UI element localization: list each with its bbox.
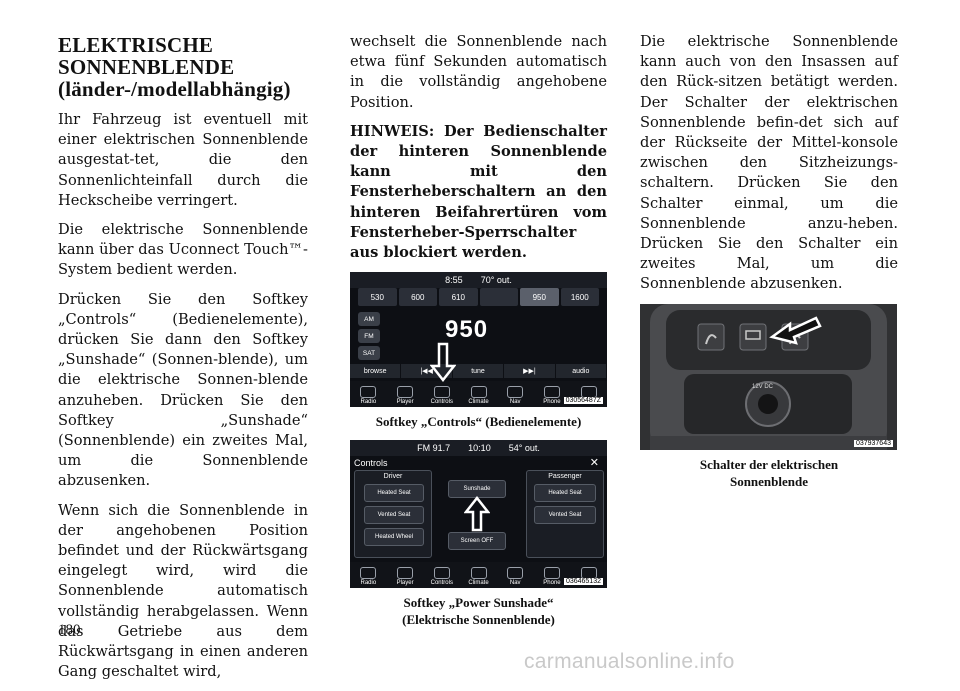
nav-icon xyxy=(507,567,524,580)
nav-player: Player xyxy=(387,381,424,407)
phone-icon xyxy=(543,386,560,399)
nav-phone: Phone xyxy=(534,381,571,407)
figure-1-caption: Softkey „Controls“ (Bedienelemente) xyxy=(375,414,582,430)
control-row: browse |◀◀ tune ▶▶| audio xyxy=(350,364,607,379)
tune-button: tune xyxy=(453,364,505,379)
station-text: FM 91.7 xyxy=(417,443,451,454)
nav-row: Radio Player Controls Climate Nav Phone … xyxy=(350,381,607,408)
nav-icon xyxy=(507,386,524,399)
radio-icon xyxy=(360,567,377,580)
temperature-text: 70° out. xyxy=(480,275,512,286)
column-3: Die elektrische Sonnenblende kann auch v… xyxy=(640,32,898,490)
figure-controls-screen: 8:55 70° out. 530 600 610 950 1600 AM FM… xyxy=(350,272,607,408)
status-bar: FM 91.7 10:10 54° out. xyxy=(350,440,607,457)
figure-sunshade-screen: FM 91.7 10:10 54° out. Controls ✕ Driver… xyxy=(350,440,607,589)
arrow-up-icon xyxy=(464,496,490,532)
note-paragraph: HINWEIS: Der Bedienschalter der hinteren… xyxy=(350,122,607,262)
preset-6: 1600 xyxy=(560,288,599,307)
preset-row: 530 600 610 950 1600 xyxy=(358,288,599,307)
title-line-2: SONNENBLENDE xyxy=(58,55,235,79)
fm-button: FM xyxy=(358,329,380,344)
preset-1: 530 xyxy=(358,288,397,307)
climate-icon xyxy=(470,567,487,580)
nav-phone: Phone xyxy=(534,562,571,588)
figure-3-caption: Schalter der elektrischen Sonnenblende xyxy=(640,456,898,490)
nav-nav: Nav xyxy=(497,562,534,588)
close-icon: ✕ xyxy=(589,457,599,470)
caption-line-1: Schalter der elektrischen xyxy=(699,456,839,472)
nav-controls: Controls xyxy=(423,381,460,407)
figure-2-caption: Softkey „Power Sunshade“ (Elektrische So… xyxy=(350,594,607,628)
driver-label: Driver xyxy=(383,473,403,481)
seek-forward-button: ▶▶| xyxy=(504,364,556,379)
clock-text: 8:55 xyxy=(445,275,463,286)
status-bar: 8:55 70° out. xyxy=(350,272,607,289)
sat-button: SAT xyxy=(358,346,380,361)
clock-text: 10:10 xyxy=(468,443,491,454)
heated-wheel-button: Heated Wheel xyxy=(364,528,424,547)
title-line-3: (länder-/modellabhängig) xyxy=(58,77,291,101)
column-2: wechselt die Sonnenblende nach etwa fünf… xyxy=(350,32,607,628)
nav-controls: Controls xyxy=(423,562,460,588)
outlet-label: 12V DC xyxy=(752,383,774,390)
paragraph-rear-switch: Die elektrische Sonnenblende kann auch v… xyxy=(640,33,898,293)
panel-title: Controls xyxy=(354,458,388,469)
preset-2: 600 xyxy=(398,288,437,307)
paragraph-softkey: Drücken Sie den Softkey „Controls“ (Bedi… xyxy=(58,290,308,490)
nav-climate: Climate xyxy=(460,562,497,588)
figure-id: 037937643 xyxy=(853,439,893,447)
caption-line-2: Sonnenblende xyxy=(729,473,809,489)
passenger-label: Passenger xyxy=(548,473,582,481)
nav-radio: Radio xyxy=(350,381,387,407)
watermark: carmanualsonline.info xyxy=(524,650,735,673)
console-photo xyxy=(640,303,897,450)
arrow-down-icon xyxy=(430,342,456,383)
page-number: 180 xyxy=(58,622,81,638)
nav-nav: Nav xyxy=(497,381,534,407)
preset-3: 610 xyxy=(439,288,478,307)
nav-radio: Radio xyxy=(350,562,387,588)
paragraph-uconnect: Die elektrische Sonnenblende kann über d… xyxy=(58,221,308,279)
heated-seat-driver-button: Heated Seat xyxy=(364,484,424,503)
am-button: AM xyxy=(358,312,380,327)
paragraph-continuation: wechselt die Sonnenblende nach etwa fünf… xyxy=(350,33,607,111)
browse-button: browse xyxy=(350,364,402,379)
preset-4 xyxy=(479,288,518,307)
screen-off-button: Screen OFF xyxy=(448,532,506,551)
figure-id: 03056487Z xyxy=(563,397,603,405)
column-1: ELEKTRISCHE SONNENBLENDE (länder-/modell… xyxy=(58,32,308,691)
nav-climate: Climate xyxy=(460,381,497,407)
player-icon xyxy=(397,386,414,399)
vented-seat-driver-button: Vented Seat xyxy=(364,506,424,525)
caption-line-1: Softkey „Power Sunshade“ xyxy=(403,595,554,611)
figure-console-switch: 12V DC 037937643 xyxy=(640,303,897,450)
heated-seat-passenger-button: Heated Seat xyxy=(534,484,596,503)
nav-player: Player xyxy=(387,562,424,588)
seek-back-button: |◀◀ xyxy=(401,364,453,379)
paragraph-intro: Ihr Fahrzeug ist eventuell mit einer ele… xyxy=(58,111,308,209)
radio-icon xyxy=(360,386,377,399)
frequency-display: 950 xyxy=(445,316,489,344)
player-icon xyxy=(397,567,414,580)
temperature-text: 54° out. xyxy=(508,443,540,454)
climate-icon xyxy=(470,386,487,399)
controls-icon xyxy=(433,386,450,399)
vented-seat-passenger-button: Vented Seat xyxy=(534,506,596,525)
figure-id: 036465132 xyxy=(563,578,603,586)
controls-icon xyxy=(433,567,450,580)
audio-button: audio xyxy=(556,364,607,379)
caption-line-2: (Elektrische Sonnenblende) xyxy=(402,612,555,628)
paragraph-reverse: Wenn sich die Sonnenblende in der angeho… xyxy=(58,501,308,681)
section-title: ELEKTRISCHE SONNENBLENDE (länder-/modell… xyxy=(58,34,308,100)
phone-icon xyxy=(543,567,560,580)
title-line-1: ELEKTRISCHE xyxy=(58,33,214,57)
preset-5: 950 xyxy=(520,288,559,307)
